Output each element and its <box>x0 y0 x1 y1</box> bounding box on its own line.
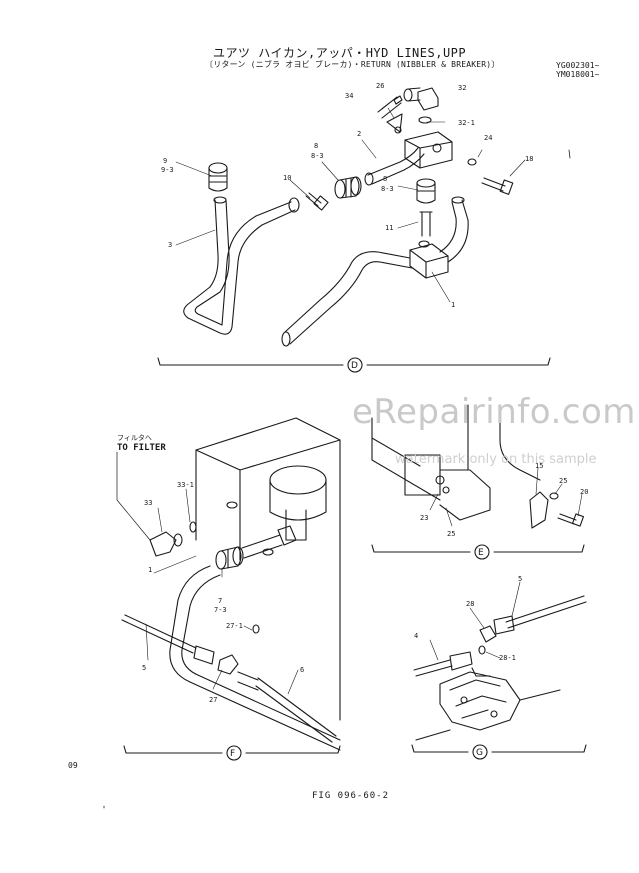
hose-5 <box>121 614 197 654</box>
part-callout-11: 11 <box>385 224 393 232</box>
section-f-callouts: 33-1 33 1 7 7-3 27-1 5 27 6 <box>142 481 304 704</box>
figure-number: FIG 096-60-2 <box>312 791 390 801</box>
hose-4 <box>413 659 453 677</box>
bolt-18 <box>481 177 506 192</box>
section-g-callouts: 5 28 4 28-1 <box>414 575 522 662</box>
part-callout-8-3: 8-3 <box>381 185 394 193</box>
section-f-bracket <box>123 745 341 754</box>
fitting-9 <box>208 162 228 192</box>
part-callout-5: 5 <box>518 575 522 583</box>
part-callout-4: 4 <box>414 632 418 640</box>
part-callout-25: 25 <box>559 477 567 485</box>
diagram-title: ユアツ ハイカン,アッパ・HYD LINES,UPP <box>213 46 467 60</box>
fitting-8-left <box>334 176 362 199</box>
part-callout-9-3: 9-3 <box>161 166 174 174</box>
washer-24 <box>467 158 477 166</box>
section-g-label: G <box>476 748 483 758</box>
part-callout-9: 9 <box>163 157 167 165</box>
part-callout-5: 5 <box>142 664 146 672</box>
part-callout-10: 10 <box>283 174 291 182</box>
part-callout-3: 3 <box>168 241 172 249</box>
to-filter-jp-label: フィルタへ <box>117 434 152 442</box>
part-callout-7: 7 <box>218 597 222 605</box>
fitting-33 <box>149 531 183 557</box>
section-d-callouts: 34 26 32 32-1 2 24 18 8 8-3 9 9-3 10 8 8… <box>161 82 533 309</box>
section-d-bracket <box>157 357 551 366</box>
pipe-2 <box>367 147 425 185</box>
serial-range-2: YM018001~ <box>556 70 600 79</box>
oring-27-1 <box>252 624 260 634</box>
part-callout-26: 26 <box>376 82 384 90</box>
part-callout-27-1: 27-1 <box>226 622 243 630</box>
watermark-note: watermark only on this sample <box>395 452 597 467</box>
part-callout-8: 8 <box>314 142 318 150</box>
pipe-3 <box>183 199 296 335</box>
part-callout-8-3: 8-3 <box>311 152 324 160</box>
hose-1 <box>169 565 341 751</box>
part-callout-33-1: 33-1 <box>177 481 194 489</box>
part-callout-23: 23 <box>420 514 428 522</box>
part-callout-6: 6 <box>300 666 304 674</box>
bolt-10 <box>305 192 329 211</box>
section-f-label: F <box>230 749 235 759</box>
watermark-site: eRepairinfo.com <box>352 392 636 432</box>
part-callout-28-1: 28-1 <box>499 654 516 662</box>
section-e-bracket <box>371 544 585 553</box>
part-callout-7-3: 7-3 <box>214 606 227 614</box>
oring-33-1 <box>189 521 197 533</box>
part-callout-1: 1 <box>451 301 455 309</box>
fitting-8-right <box>416 178 436 204</box>
part-callout-1: 1 <box>148 566 152 574</box>
section-d-view <box>157 87 551 373</box>
part-callout-25: 25 <box>447 530 455 538</box>
page-number: 09 <box>68 761 78 770</box>
part-callout-15: 15 <box>535 462 543 470</box>
fitting-7 <box>215 546 244 570</box>
serial-range-1: YG002301~ <box>556 61 600 70</box>
fitting-28 <box>479 625 497 643</box>
pipe-1 <box>284 251 413 345</box>
part-callout-32: 32 <box>458 84 466 92</box>
part-callout-20: 20 <box>580 488 588 496</box>
to-filter-label: TO FILTER <box>117 443 166 453</box>
fitting-27 <box>217 654 239 675</box>
section-e-view <box>371 404 585 560</box>
hose-6 <box>237 671 337 743</box>
valve-block-upper <box>377 87 453 169</box>
valve-block-1 <box>409 240 449 279</box>
part-callout-28: 28 <box>466 600 474 608</box>
section-g-view <box>411 581 587 760</box>
part-callout-2: 2 <box>357 130 361 138</box>
hose-5-g <box>505 595 587 629</box>
oring-28-1 <box>478 645 486 655</box>
part-callout-27: 27 <box>209 696 217 704</box>
section-d-label: D <box>351 361 358 371</box>
part-callout-34: 34 <box>345 92 353 100</box>
diagram-subtitle: 〔リターン (ニブラ オヨビ ブレーカ)・RETURN (NIBBLER & B… <box>205 60 500 69</box>
bracket-15 <box>529 491 549 529</box>
part-callout-33: 33 <box>144 499 152 507</box>
section-e-callouts: 15 25 20 23 25 <box>420 462 588 538</box>
section-e-label: E <box>478 548 484 558</box>
part-callout-18: 18 <box>525 155 533 163</box>
part-callout-24: 24 <box>484 134 492 142</box>
fitting-11 <box>419 211 433 237</box>
section-g-bracket <box>411 744 587 753</box>
part-callout-32-1: 32-1 <box>458 119 475 127</box>
part-callout-8: 8 <box>383 175 387 183</box>
section-f-view <box>116 417 341 761</box>
